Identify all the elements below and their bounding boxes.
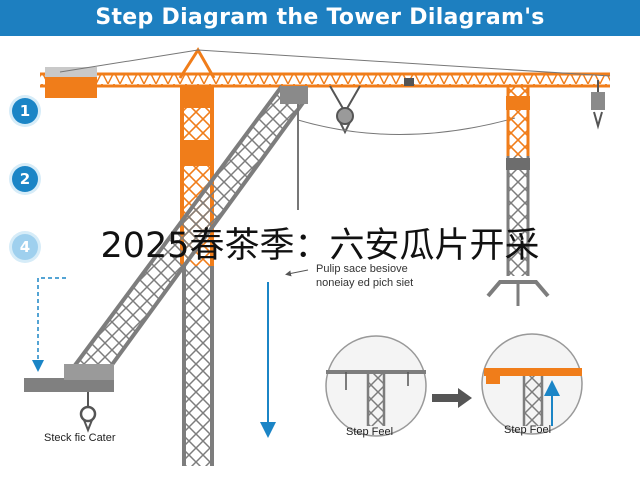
annotation-line-1: Pulip sace besiove [316, 263, 408, 275]
annotation-line-2: noneiay ed pich siet [316, 277, 414, 289]
right-tower [486, 86, 550, 306]
detail-circle-left [325, 335, 427, 437]
overlay-headline: 2025春茶季：六安瓜片开采 [100, 226, 540, 266]
detail-circle-right [481, 333, 583, 435]
tower-apex [59, 47, 611, 79]
trolley-hook [297, 78, 516, 135]
step-badge-2: 2 [12, 166, 38, 192]
main-caption: Steck fic Cater [44, 432, 116, 444]
detail-right-caption: Step Foel [504, 424, 552, 436]
diagonal-boom [68, 84, 308, 390]
base-block [24, 364, 114, 392]
diagram-title: Step Diagram the Tower Dilagram's [0, 0, 640, 36]
gray-tower-mast [182, 266, 214, 466]
detail-left-caption: Step Feel [346, 426, 394, 438]
base-hook [79, 392, 97, 433]
step-badge-1: 1 [12, 98, 38, 124]
step-badge-4: 4 [12, 234, 38, 260]
right-hook [591, 80, 605, 130]
transition-arrow-icon [432, 388, 472, 408]
annotation-note: Pulip sace besiove noneiay ed pich siet [316, 262, 413, 290]
main-jib [40, 67, 610, 98]
guide-arrows [32, 269, 309, 438]
